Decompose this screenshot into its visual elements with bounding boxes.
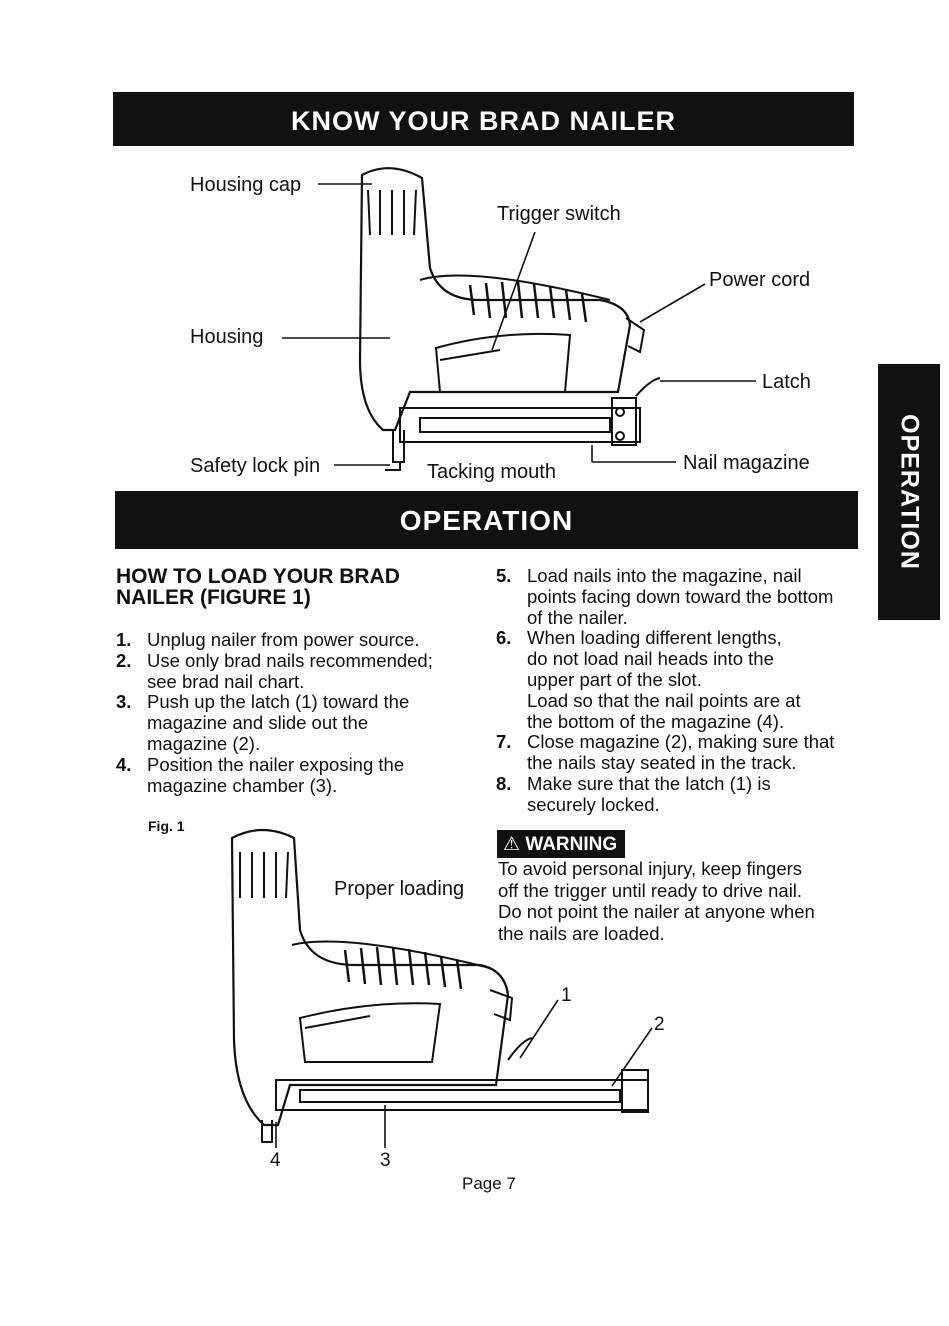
nailer-illustration-top — [358, 167, 661, 471]
callout-4: 4 — [270, 1150, 281, 1171]
label-housing: Housing — [190, 326, 264, 348]
step-item: 6. When loading different lengths, do not… — [496, 627, 866, 732]
nailer-illustration-fig1 — [230, 828, 649, 1143]
label-power-cord: Power cord — [709, 269, 811, 291]
steps-left: 1. Unplug nailer from power source. 2. Use… — [116, 629, 476, 797]
label-safety-lock-pin: Safety lock pin — [190, 455, 321, 477]
warning-triangle-icon: ⚠ — [503, 834, 521, 855]
warning-badge-label: WARNING — [525, 834, 618, 855]
step-number: 6. — [496, 627, 512, 649]
step-text: Make sure that the latch (1) is securely… — [527, 772, 771, 815]
label-housing-cap: Housing cap — [190, 174, 302, 196]
figure-caption: Proper loading — [334, 878, 465, 900]
step-text: Use only brad nails recommended; see bra… — [147, 649, 433, 692]
step-number: 3. — [116, 691, 132, 713]
callout-3: 3 — [380, 1150, 391, 1171]
step-number: 4. — [116, 753, 132, 775]
step-text: Load nails into the magazine, nail point… — [527, 565, 834, 628]
label-trigger-switch: Trigger switch — [497, 203, 621, 225]
page-number: Page 7 — [462, 1174, 516, 1193]
label-latch: Latch — [762, 371, 811, 393]
step-text: When loading different lengths, do not l… — [527, 627, 801, 732]
step-item: 1. Unplug nailer from power source. — [116, 629, 476, 651]
load-section-title: HOW TO LOAD YOUR BRAD NAILER (FIGURE 1) — [116, 565, 400, 609]
steps-right: 5. Load nails into the magazine, nail poi… — [496, 565, 866, 816]
operation-banner: OPERATION — [115, 491, 858, 549]
step-item: 3. Push up the latch (1) toward the magaz… — [116, 691, 476, 754]
operation-side-tab: OPERATION — [878, 364, 940, 620]
step-item: 4. Position the nailer exposing the magaz… — [116, 753, 476, 797]
step-number: 2. — [116, 649, 132, 671]
callout-1: 1 — [561, 985, 572, 1006]
warning-text: To avoid personal injury, keep fingers o… — [498, 858, 815, 944]
label-nail-magazine: Nail magazine — [683, 452, 810, 474]
fig1-leader-lines — [275, 999, 653, 1148]
step-item: 5. Load nails into the magazine, nail poi… — [496, 565, 866, 628]
know-your-nailer-banner: KNOW YOUR BRAD NAILER — [113, 92, 854, 146]
warning-badge: ⚠ WARNING — [497, 830, 626, 858]
step-text: Push up the latch (1) toward the magazin… — [147, 691, 410, 754]
step-number: 8. — [496, 772, 512, 794]
step-text: Unplug nailer from power source. — [147, 629, 420, 650]
callout-2: 2 — [654, 1014, 665, 1035]
step-text: Position the nailer exposing the magazin… — [147, 753, 405, 796]
step-number: 1. — [116, 629, 132, 650]
step-number: 5. — [496, 565, 512, 586]
label-tacking-mouth: Tacking mouth — [427, 461, 556, 483]
top-leader-lines — [282, 183, 756, 466]
step-number: 7. — [496, 731, 512, 753]
step-text: Close magazine (2), making sure that the… — [527, 731, 835, 774]
step-item: 8. Make sure that the latch (1) is secure… — [496, 772, 866, 816]
step-item: 7. Close magazine (2), making sure that t… — [496, 732, 866, 774]
step-item: 2. Use only brad nails recommended; see b… — [116, 649, 476, 693]
figure-label: Fig. 1 — [148, 818, 185, 834]
